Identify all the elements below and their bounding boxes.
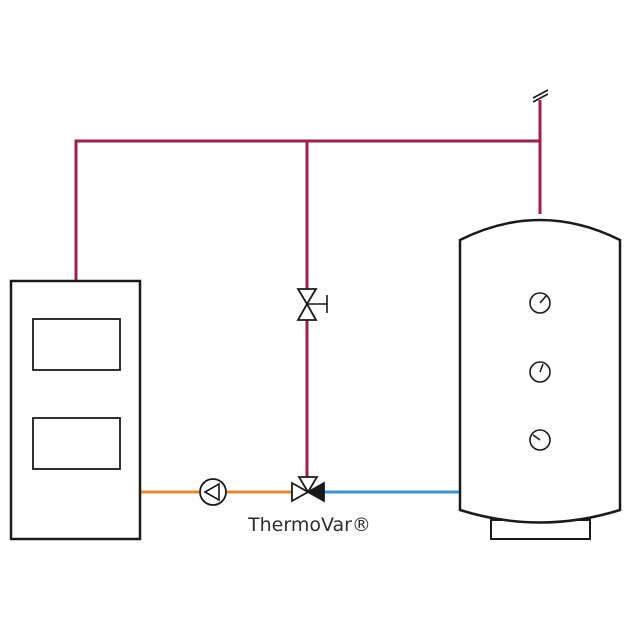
valve-top-wedge-icon xyxy=(297,476,319,494)
supply-pipes xyxy=(74,100,542,478)
valve-right-wedge-icon xyxy=(306,481,325,503)
valve-left-wedge-icon xyxy=(291,481,310,503)
storage-tank xyxy=(458,218,622,540)
vent-outlet xyxy=(532,89,549,103)
tank-thermometer-bottom xyxy=(529,429,551,451)
manual-bypass-valve xyxy=(296,288,328,321)
bypass-valve-upper-icon xyxy=(296,288,318,306)
tank-thermometer-top xyxy=(529,292,551,314)
boiler-lower-door xyxy=(32,417,121,470)
circulation-pump xyxy=(199,478,227,506)
thermometer-needle xyxy=(532,434,541,441)
thermometer-needle xyxy=(539,295,547,304)
tank-thermometer-middle xyxy=(529,361,551,383)
pump-direction-icon xyxy=(203,482,220,502)
thermometer-needle xyxy=(539,363,544,373)
bypass-valve-lower-icon xyxy=(296,302,318,321)
valve-label: ThermoVar® xyxy=(247,514,371,536)
thermovar-three-way-valve xyxy=(291,476,325,503)
boiler-upper-door xyxy=(32,318,121,371)
boiler xyxy=(9,279,142,541)
